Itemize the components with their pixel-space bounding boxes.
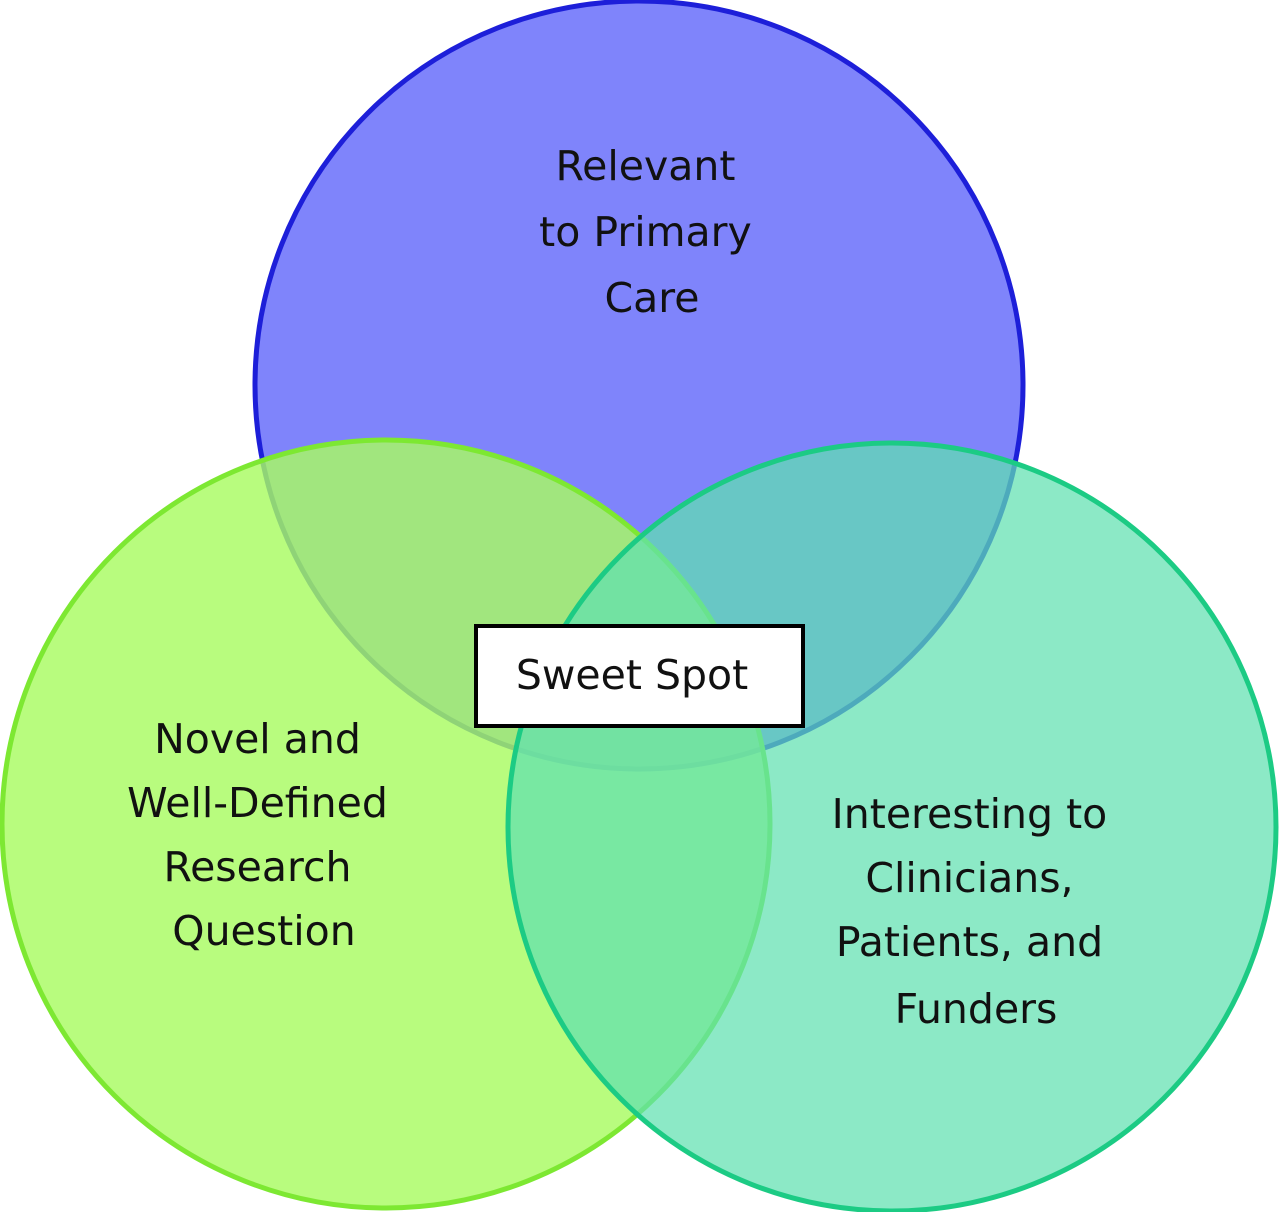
label-interesting-line-4: Funders — [895, 985, 1058, 1033]
label-research-question-line-1: Novel and — [154, 715, 361, 763]
label-primary-care-line-1: Relevant — [556, 142, 736, 190]
label-research-question: Novel and Well-Defined Research Question — [127, 715, 401, 955]
label-research-question-line-3: Research — [163, 843, 351, 891]
sweet-spot-box: Sweet Spot — [474, 624, 805, 728]
label-interesting-line-1: Interesting to — [832, 790, 1108, 838]
label-primary-care: Relevant to Primary Care — [539, 142, 765, 322]
label-research-question-line-4: Question — [172, 907, 355, 955]
label-research-question-line-2: Well-Defined — [127, 779, 388, 827]
label-interesting-line-2: Clinicians, — [865, 854, 1073, 902]
label-interesting: Interesting to Clinicians, Patients, and… — [832, 790, 1121, 1033]
label-primary-care-line-3: Care — [605, 274, 700, 322]
sweet-spot-rect — [474, 624, 805, 728]
label-primary-care-line-2: to Primary — [539, 208, 752, 256]
sweet-spot-label: Sweet Spot — [516, 651, 748, 699]
label-interesting-line-3: Patients, and — [836, 918, 1103, 966]
